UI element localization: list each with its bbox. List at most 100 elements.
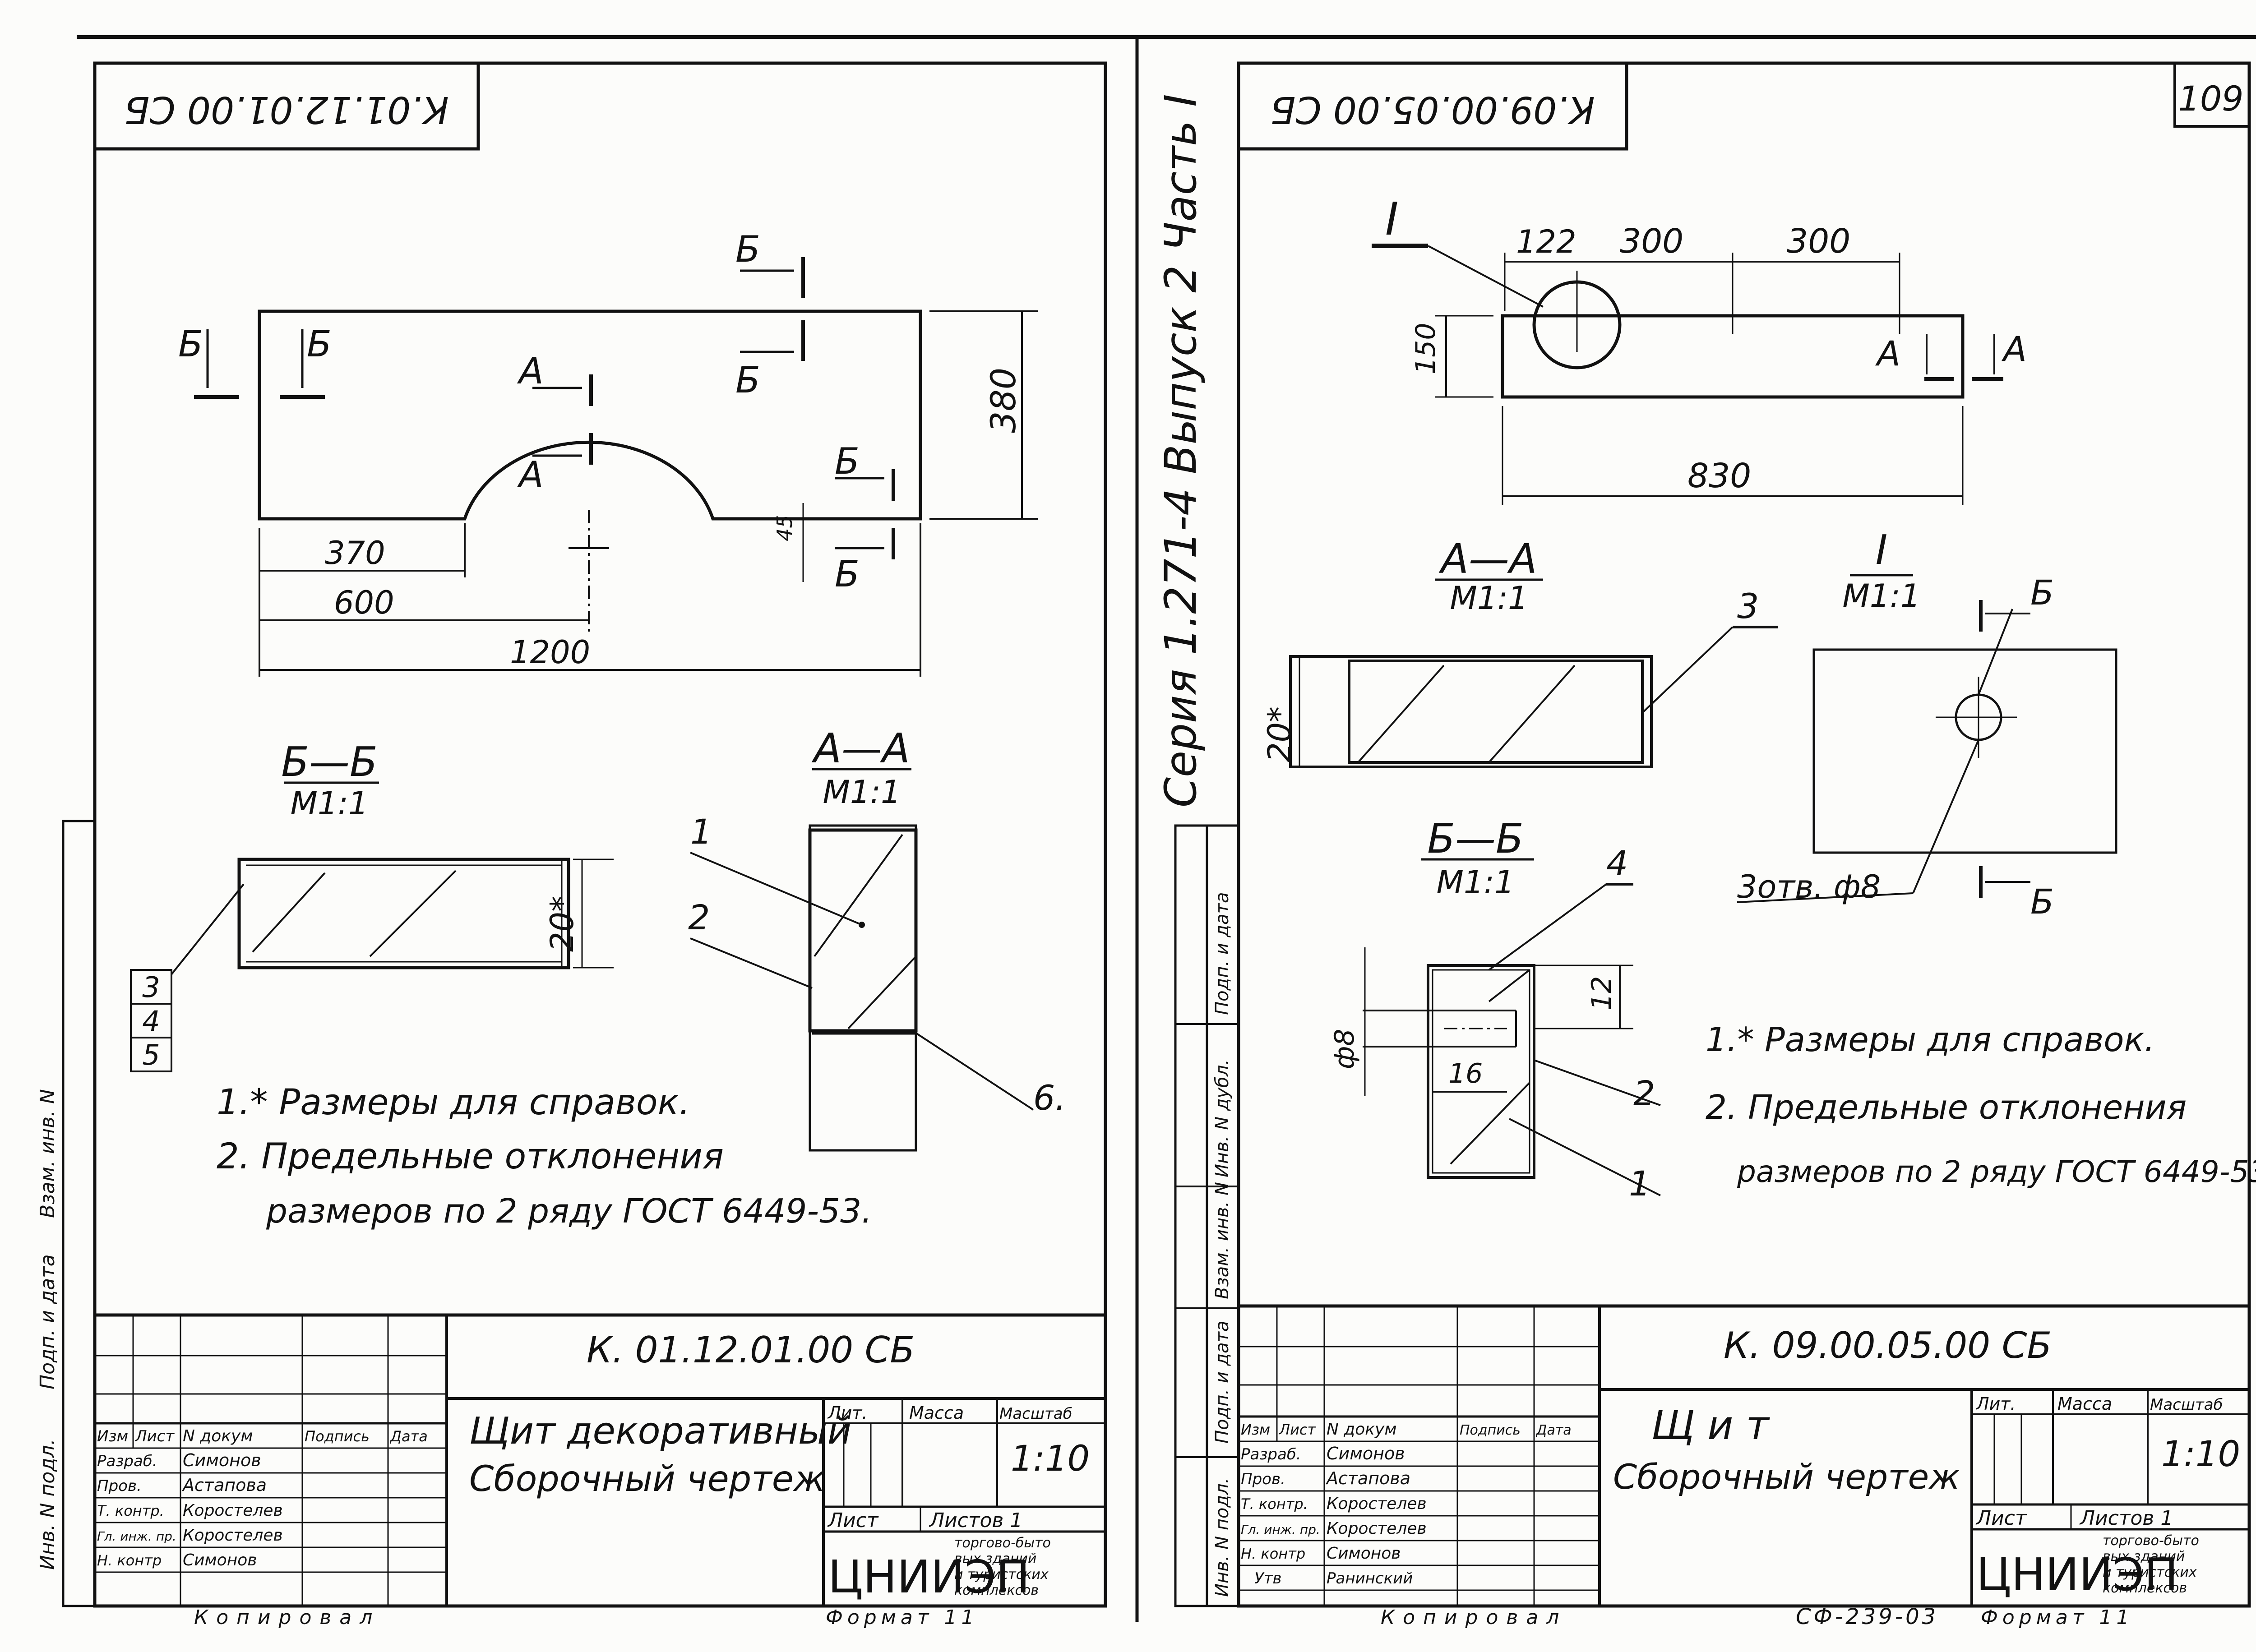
right-tb-mass: Масса — [2057, 1394, 2112, 1414]
left-tb-r4-role: Н. контр — [97, 1552, 162, 1569]
left-tb-format: Формат 11 — [826, 1606, 979, 1629]
right-plan-view: 122 300 300 150 830 I А А — [1372, 193, 2027, 505]
right-code-stamp — [1237, 61, 1628, 151]
dim-16: 16 — [1448, 1058, 1483, 1089]
mark-a2: А — [517, 454, 544, 496]
right-tb-r0-name: Симонов — [1327, 1444, 1405, 1463]
left-bb-dim: 20* — [544, 896, 581, 952]
right-tb-r3-role: Гл. инж. пр. — [1241, 1522, 1320, 1537]
left-callout-5: 5 — [142, 1038, 160, 1071]
right-tb-org-3: и туристских — [2103, 1564, 2197, 1580]
left-callout-3: 3 — [142, 971, 160, 1004]
left-callout-1: 1 — [690, 812, 712, 852]
right-holes: 3отв. ф8 — [1737, 868, 1881, 905]
left-tb-r2-name: Коростелев — [183, 1501, 283, 1520]
right-tb-title1: Щ и т — [1651, 1402, 1770, 1449]
right-tb-copy-code: СФ-239-03 — [1796, 1604, 1938, 1629]
left-tb-h0: Изм — [97, 1427, 128, 1445]
mark-b2: Б — [307, 323, 332, 365]
right-tb-lit: Лит. — [1975, 1394, 2016, 1414]
left-tb-h1: Лист — [134, 1427, 175, 1445]
left-tb-r1-name: Астапова — [181, 1475, 267, 1495]
right-stamp-code: К.09.00.05.00 СБ — [1270, 88, 1595, 131]
left-tb-lit: Лит. — [827, 1403, 868, 1423]
mark-b-right-2: Б — [2030, 881, 2054, 922]
right-side-strip-outer — [1174, 824, 1208, 1607]
right-aa-scale: М1:1 — [1450, 580, 1528, 617]
left-callout-4: 4 — [142, 1005, 160, 1038]
right-tb-r4-name: Симонов — [1327, 1544, 1401, 1563]
right-tb-h4: Дата — [1535, 1422, 1572, 1438]
left-aa-scale: М1:1 — [823, 774, 901, 811]
right-aa-dim: 20* — [1261, 706, 1298, 762]
right-tb-r5-role: Утв — [1254, 1569, 1282, 1587]
right-tb-sheets: Листов 1 — [2079, 1507, 2173, 1530]
right-tb-format: Формат 11 — [1981, 1606, 2134, 1629]
series-label: Серия 1.271-4 Выпуск 2 Часть I — [1156, 94, 1206, 808]
right-side-label-1: Инв. N подл. — [1212, 1478, 1233, 1597]
right-view-i-scale: М1:1 — [1842, 577, 1920, 614]
mark-a-right-1: А — [1875, 333, 1900, 374]
dim-380: 380 — [983, 368, 1023, 433]
right-tb-h3: Подпись — [1460, 1422, 1521, 1438]
right-tb-r3-name: Коростелев — [1327, 1519, 1427, 1538]
left-tb-sheet: Лист — [827, 1509, 879, 1532]
right-frame — [1237, 61, 2251, 1608]
left-tb-r3-name: Коростелев — [183, 1526, 283, 1545]
right-tb-sheet: Лист — [1975, 1507, 2027, 1530]
right-tb-r4-role: Н. контр — [1241, 1545, 1305, 1562]
right-tb-org-4: комплексов — [2103, 1580, 2187, 1596]
right-tb-org: ЦНИИЭП — [1976, 1548, 2178, 1601]
mark-b4: Б — [735, 359, 760, 401]
right-callout-2: 2 — [1633, 1073, 1655, 1113]
right-side-label-4: Инв. N дубл. — [1212, 1059, 1233, 1177]
right-section-bb: Б—Б М1:1 ф8 12 16 4 2 1 — [1329, 815, 1661, 1204]
left-side-label-3: Взам. инв. N — [36, 1089, 59, 1218]
right-tb-r5-name: Ранинский — [1327, 1569, 1413, 1587]
left-tb-scale-h: Масштаб — [999, 1405, 1073, 1423]
left-tb-h4: Дата — [389, 1428, 428, 1445]
right-note-3: размеров по 2 ряду ГОСТ 6449-53. — [1737, 1154, 2256, 1189]
left-tb-title2: Сборочный чертеж — [469, 1459, 825, 1500]
left-code-stamp — [93, 61, 480, 151]
left-tb-org-4: комплексов — [954, 1583, 1039, 1598]
mark-b3: Б — [735, 228, 760, 270]
sheet-number-box — [2173, 62, 2251, 128]
mark-a1: А — [517, 350, 544, 392]
right-view-i-title: I — [1876, 526, 1888, 574]
panel-outline — [258, 309, 922, 521]
left-tb-r3-role: Гл. инж. пр. — [97, 1529, 176, 1544]
dim-150: 150 — [1410, 323, 1442, 374]
right-side-label-3: Взам. инв. N — [1212, 1182, 1233, 1299]
right-tb-scale-h: Масштаб — [2150, 1396, 2223, 1414]
right-tb-r2-name: Коростелев — [1327, 1495, 1427, 1513]
left-section-bb: Б—Б М1:1 20* 3 4 5 — [130, 738, 614, 1072]
left-sheet: К.01.12.01.00 СБ Инв. N подл. Подп. и да… — [36, 61, 1107, 1629]
right-side-label-2: Подп. и дата — [1212, 1321, 1233, 1444]
sheet-number: 109 — [2178, 78, 2243, 119]
right-bb-scale: М1:1 — [1436, 864, 1514, 901]
left-tb-sheets: Листов 1 — [929, 1509, 1022, 1532]
left-callout-2: 2 — [688, 897, 710, 937]
left-tb-r0-role: Разраб. — [97, 1452, 157, 1470]
right-side-label-5: Подп. и дата — [1212, 892, 1233, 1015]
view-mark-i: I — [1385, 193, 1399, 245]
right-section-aa: А—А М1:1 20* 3 — [1261, 535, 1778, 768]
right-notes: 1.* Размеры для справок. 2. Предельные о… — [1706, 1020, 2256, 1189]
right-note-2: 2. Предельные отклонения — [1706, 1088, 2187, 1127]
right-callout-4: 4 — [1606, 843, 1628, 883]
dim-300a: 300 — [1620, 222, 1683, 261]
right-aa-title: А—А — [1438, 535, 1537, 583]
left-tb-r0-name: Симонов — [183, 1450, 261, 1470]
right-bb-title: Б—Б — [1427, 815, 1524, 863]
dim-370: 370 — [325, 535, 385, 572]
left-note-2: 2. Предельные отклонения — [217, 1136, 724, 1177]
mark-b6: Б — [835, 553, 860, 595]
right-tb-title2: Сборочный чертеж — [1613, 1457, 1960, 1497]
right-callout-3: 3 — [1737, 586, 1759, 626]
right-tb-code: К. 09.00.05.00 СБ — [1724, 1324, 2052, 1366]
right-tb-scale: 1:10 — [2161, 1434, 2240, 1475]
right-tb-org-1: торгово-быто — [2103, 1533, 2199, 1549]
mark-b1: Б — [178, 323, 203, 365]
